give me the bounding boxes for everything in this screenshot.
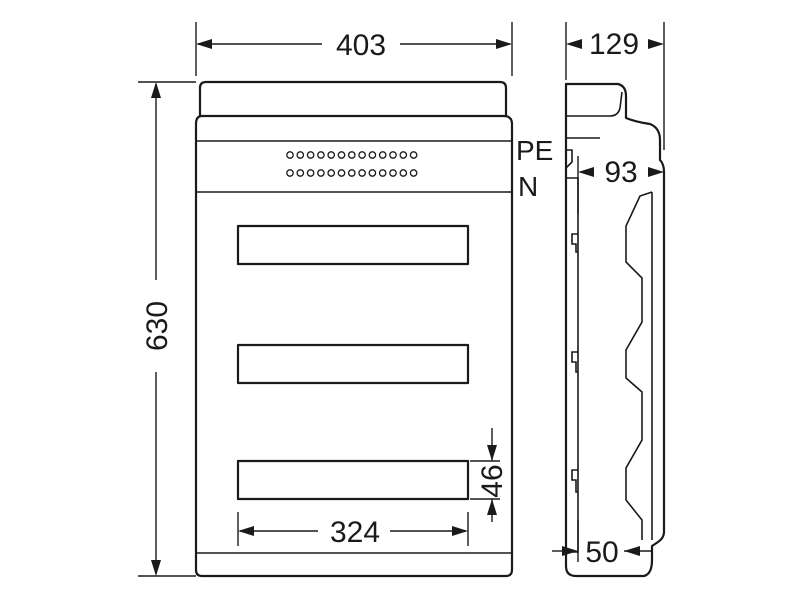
dimension-rail-46: 46 (470, 428, 509, 522)
n-terminal-row-hole (327, 169, 336, 177)
dimension-width-403: 403 (195, 22, 513, 76)
module-window-1 (236, 224, 470, 266)
dimension-rail-324: 324 (237, 512, 469, 549)
pe-label: PE (516, 135, 553, 166)
front-view (194, 80, 514, 578)
pe-terminal-row-hole (368, 151, 377, 159)
dimension-depth-50: 50 (552, 520, 652, 569)
n-terminal-row-hole (337, 169, 346, 177)
n-terminal-row-hole (368, 169, 377, 177)
n-terminal-row-hole (389, 169, 397, 177)
module-window-2 (236, 343, 470, 385)
n-terminal-row-hole (378, 169, 387, 177)
pe-terminal-row-hole (327, 151, 336, 159)
dimension-depth-inner-label: 93 (604, 156, 637, 189)
side-back-wall (565, 149, 579, 553)
n-label: N (518, 171, 538, 202)
dimension-height-label: 630 (141, 301, 174, 351)
n-terminal-row-hole (347, 169, 356, 177)
dimension-rail-width-label: 324 (330, 516, 380, 549)
dimension-base-depth-label: 50 (585, 536, 618, 569)
pe-terminal-row-hole (358, 151, 366, 159)
pe-terminal-row-hole (337, 151, 346, 159)
pe-terminal-row-hole (399, 151, 408, 159)
pe-terminal-row-hole (378, 151, 387, 159)
n-terminal-row-hole (317, 169, 325, 177)
n-terminal-row-hole (358, 169, 366, 177)
front-top-cap (198, 80, 508, 120)
side-door-profile (625, 191, 653, 540)
dimension-rail-height-label: 46 (476, 464, 509, 497)
side-profile (564, 82, 666, 578)
dimension-height-630: 630 (138, 81, 196, 577)
n-terminal-row-hole (409, 169, 418, 177)
pe-terminal-row-hole (286, 151, 294, 159)
pe-terminal-row-hole (296, 151, 305, 159)
dimension-depth-label: 129 (589, 28, 639, 61)
pe-terminal-row-hole (389, 151, 397, 159)
n-terminal-row-hole (306, 169, 315, 177)
n-terminal-row-hole (296, 169, 305, 177)
pe-terminal-row-hole (347, 151, 356, 159)
pe-terminal-row-hole (409, 151, 418, 159)
dimension-depth-93: 93 (577, 156, 664, 214)
module-window-3 (236, 459, 470, 501)
terminal-blocks (286, 151, 418, 177)
side-cap-line (566, 91, 623, 117)
dimension-width-label: 403 (336, 29, 386, 62)
pe-terminal-row-hole (317, 151, 325, 159)
din-clip-2 (571, 351, 578, 373)
n-terminal-row-hole (286, 169, 294, 177)
side-view (564, 82, 666, 578)
dimension-depth-129: 129 (565, 22, 665, 150)
n-terminal-row-hole (399, 169, 408, 177)
din-clip-3 (571, 469, 578, 493)
din-clip-1 (571, 233, 578, 253)
pe-terminal-row-hole (306, 151, 315, 159)
